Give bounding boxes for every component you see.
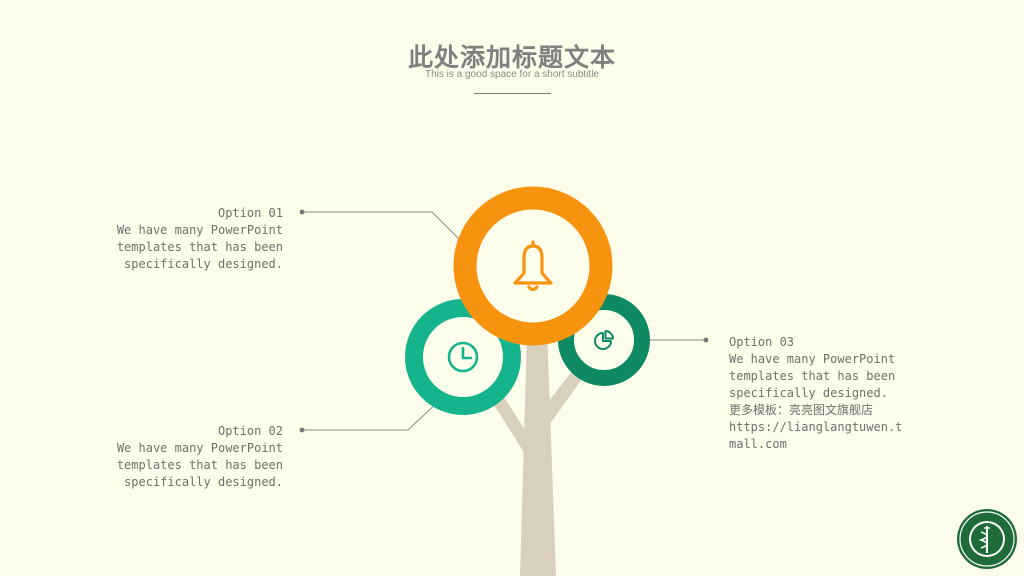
- option-02-body: We have many PowerPoint templates that h…: [116, 441, 283, 489]
- option-03-heading: Option 03: [729, 335, 795, 349]
- option-03-text: Option 03 We have many PowerPoint templa…: [729, 334, 904, 453]
- option-03-url[interactable]: https://lianglangtuwen.tmall.com: [729, 420, 903, 451]
- connector-dot-option-03: [703, 337, 709, 343]
- page-subtitle: This is a good space for a short subtitl…: [425, 69, 599, 80]
- option-01-heading: Option 01: [217, 206, 283, 220]
- circle-option-01: [453, 186, 613, 346]
- tree-branch-left: [486, 386, 534, 462]
- pie-chart-icon: [594, 330, 614, 350]
- option-02-heading: Option 02: [217, 424, 283, 438]
- university-seal-logo: [957, 509, 1017, 569]
- connector-dot-option-02: [299, 427, 305, 433]
- page-title: 此处添加标题文本: [407, 43, 616, 72]
- option-03-body: We have many PowerPoint templates that h…: [729, 352, 896, 400]
- option-01-text: Option 01 We have many PowerPoint templa…: [100, 205, 283, 273]
- option-02-text: Option 02 We have many PowerPoint templa…: [100, 423, 283, 491]
- tree-trunk: [520, 300, 556, 576]
- connector-dot-option-01: [299, 209, 305, 215]
- connector-option-01: [302, 211, 463, 243]
- title-underline: [474, 93, 551, 94]
- option-01-body: We have many PowerPoint templates that h…: [116, 223, 283, 271]
- option-03-extra: 更多模板：亮亮图文旗舰店: [729, 403, 874, 417]
- connector-option-02: [302, 399, 441, 431]
- bell-icon: [513, 240, 553, 292]
- clock-icon: [447, 341, 479, 373]
